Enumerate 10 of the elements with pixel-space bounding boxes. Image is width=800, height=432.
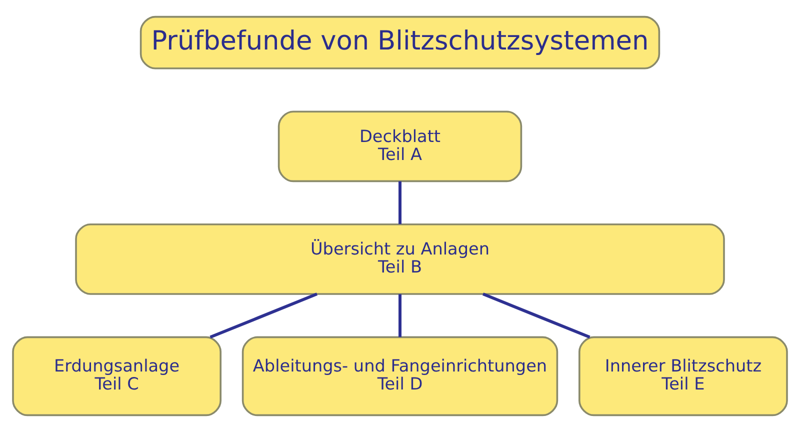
connector	[398, 181, 402, 224]
connector	[210, 292, 318, 339]
node-box: Deckblatt Teil A	[278, 110, 522, 182]
node-box: Innerer Blitzschutz Teil E	[578, 336, 788, 416]
node-box: Ableitungs- und Fangeinrichtungen Teil D	[242, 336, 558, 416]
node-box: Übersicht zu Anlagen Teil B	[75, 224, 725, 295]
node-box: Prüfbefunde von Blitzschutzsystemen	[140, 16, 660, 70]
node-box: Erdungsanlage Teil C	[12, 336, 222, 416]
connector	[482, 292, 590, 339]
connector	[398, 294, 402, 338]
